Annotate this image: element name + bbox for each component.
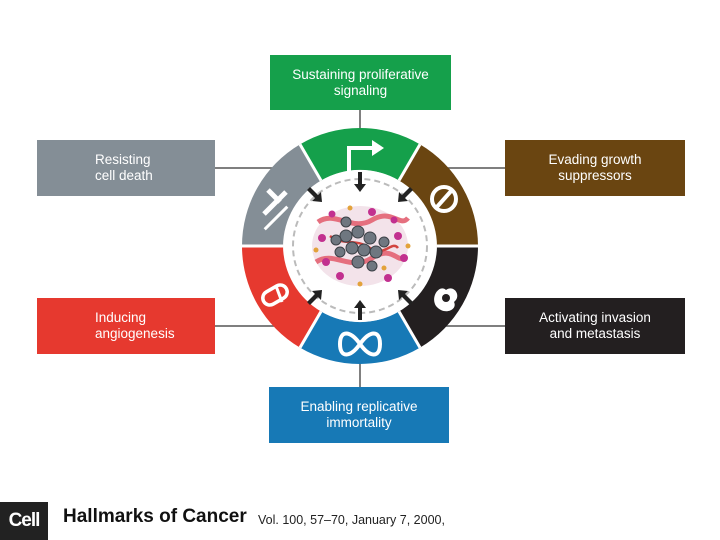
article-citation: Vol. 100, 57–70, January 7, 2000, xyxy=(258,513,445,527)
arrow-icon xyxy=(347,140,384,172)
hallmark-sustaining-proliferative-signaling: Sustaining proliferative signaling xyxy=(270,55,451,110)
tombstone-cross-icon xyxy=(262,188,289,231)
hallmark-activating-invasion-metastasis: Activating invasion and metastasis xyxy=(505,298,685,354)
article-title: Hallmarks of Cancer xyxy=(63,506,247,527)
cell-journal-logo: Cell xyxy=(0,502,48,540)
inward-arrows xyxy=(307,172,413,320)
blood-vessel-icon xyxy=(261,283,289,307)
hallmark-enabling-replicative-immortality: Enabling replicative immortality xyxy=(269,387,449,443)
infinity-icon xyxy=(337,331,383,357)
sector-suppressors xyxy=(399,144,478,246)
hallmark-resisting-cell-death: Resisting cell death xyxy=(37,140,215,196)
prohibition-icon xyxy=(430,185,458,213)
hallmark-evading-growth-suppressors: Evading growth suppressors xyxy=(505,140,685,196)
sector-proliferative xyxy=(300,128,420,181)
hallmark-inducing-angiogenesis: Inducing angiogenesis xyxy=(37,298,215,354)
sector-immortality xyxy=(300,311,420,364)
tumor-illustration xyxy=(312,205,411,287)
cell-spreading-icon xyxy=(434,288,458,312)
sector-separators xyxy=(242,143,478,349)
